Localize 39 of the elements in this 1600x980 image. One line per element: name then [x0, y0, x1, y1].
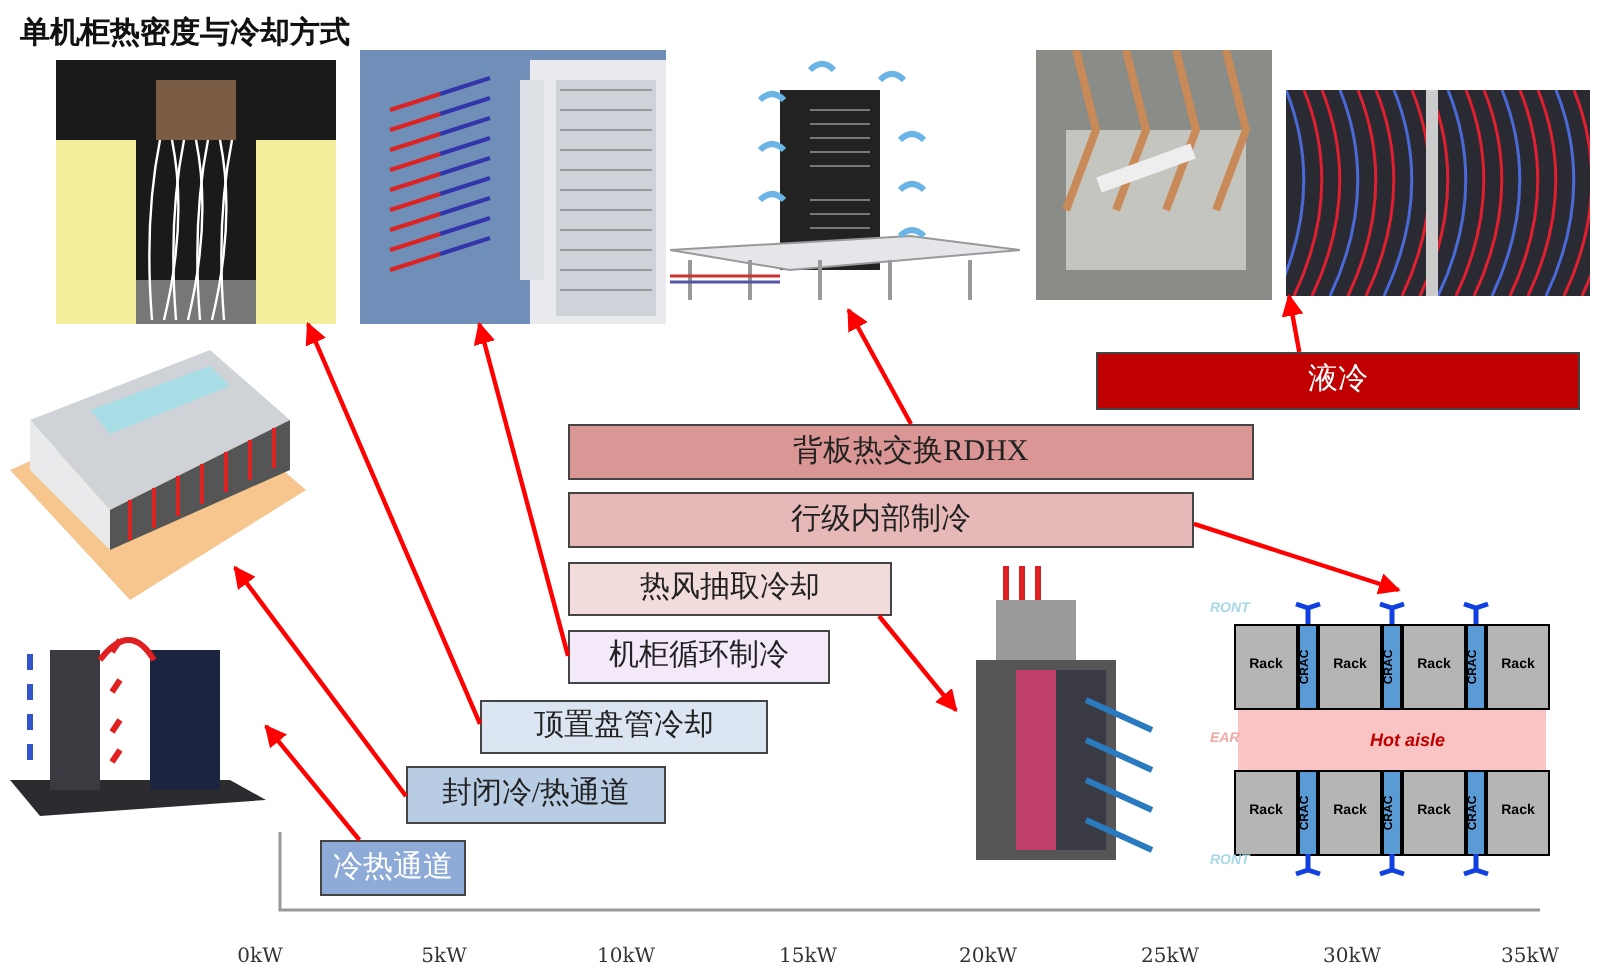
range-bar	[568, 630, 830, 684]
aisle-label: Hot aisle	[1370, 732, 1446, 750]
axis-tick-label: 30kW	[1322, 944, 1382, 972]
copper-pipe-photo-placeholder	[1036, 50, 1272, 300]
axis-tick-label: 10kW	[596, 944, 656, 972]
bar-label: 背板热交换RDHX	[793, 432, 1029, 472]
axis-tick-label: 15kW	[778, 944, 838, 972]
range-bar	[480, 700, 768, 754]
bar-label: 机柜循环制冷	[609, 637, 789, 677]
cabling-photo-placeholder	[1286, 90, 1590, 296]
bar-label: 热风抽取冷却	[640, 569, 820, 609]
arrow	[1193, 521, 1401, 595]
range-bar	[406, 766, 666, 824]
range-bar	[1096, 352, 1580, 410]
arrow	[1281, 293, 1304, 353]
arrow	[473, 321, 571, 657]
arrow	[877, 614, 958, 713]
aisle-containment-drawing	[10, 350, 306, 600]
axis-tick-label: 20kW	[958, 944, 1018, 972]
bar-label: 行级内部制冷	[791, 501, 971, 540]
axis-tick-label: 5kW	[421, 944, 467, 972]
axis-tick-label: 25kW	[1140, 944, 1200, 972]
diagram-title: 单机柜热密度与冷却方式	[20, 14, 350, 54]
range-bar	[320, 840, 466, 896]
range-bar	[568, 424, 1254, 480]
range-bar	[568, 562, 892, 616]
bar-label: 液冷	[1308, 361, 1368, 401]
bar-label: 封闭冷/热通道	[441, 775, 631, 815]
range-bar	[568, 492, 1194, 548]
cold-aisle-airflow-drawing	[56, 60, 336, 324]
arrow	[305, 322, 483, 725]
arrow	[846, 308, 913, 426]
axis-tick-label: 35kW	[1500, 944, 1560, 972]
rack-cooler-drawing	[360, 50, 666, 324]
arrow	[264, 724, 362, 842]
bar-label: 顶置盘管冷却	[534, 707, 714, 747]
axis-tick-label: 0kW	[237, 944, 283, 972]
bar-label: 冷热通道	[333, 849, 453, 888]
arrow	[233, 565, 408, 798]
